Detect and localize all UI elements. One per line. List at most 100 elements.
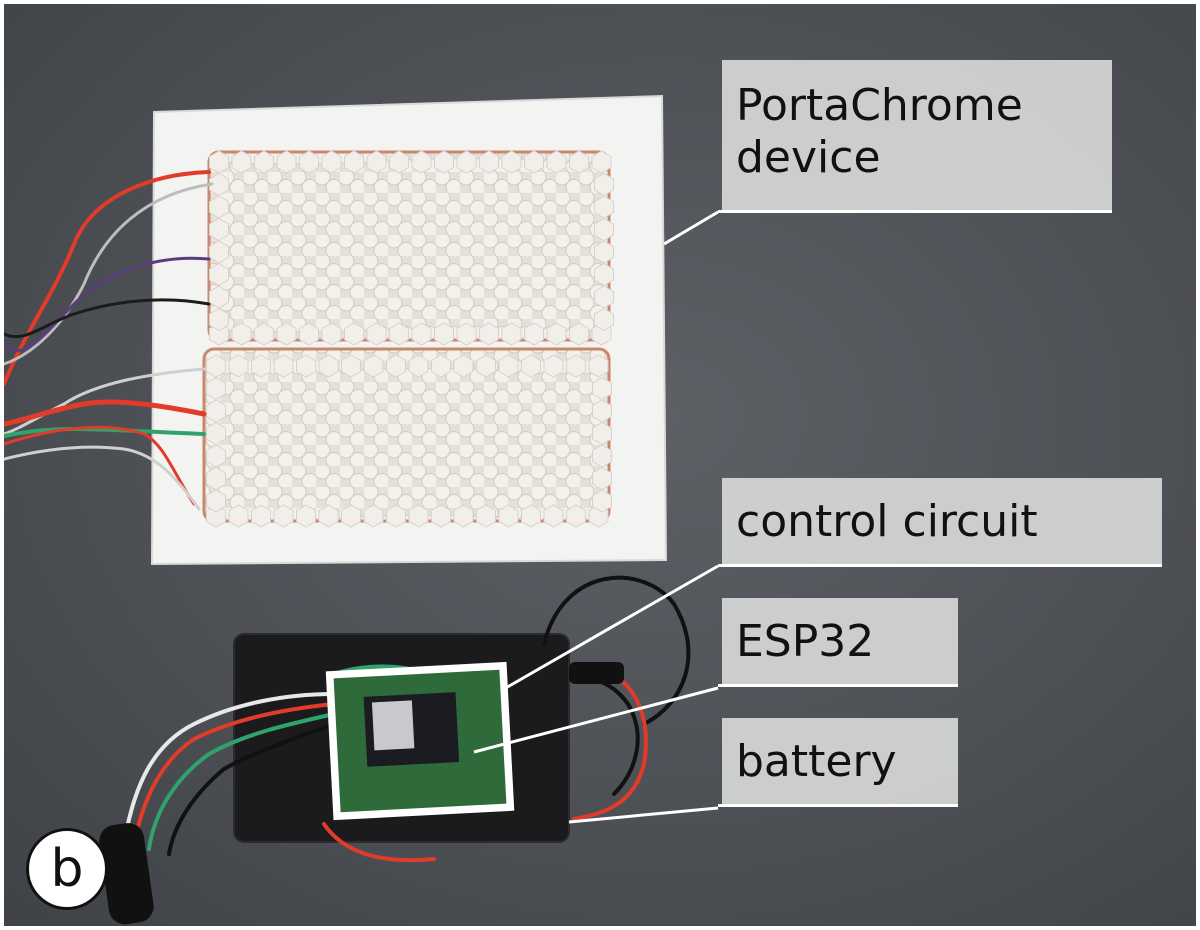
hex-tile	[386, 354, 406, 378]
hex-tile	[411, 150, 432, 174]
hex-tile	[594, 240, 614, 264]
hex-tile	[498, 504, 519, 528]
hex-tile	[228, 354, 249, 378]
hex-tile	[408, 504, 429, 528]
label-portachrome-device: PortaChrome device	[722, 60, 1112, 210]
hex-tile	[344, 322, 364, 346]
control-wires	[122, 575, 691, 863]
label-esp32: ESP32	[722, 598, 958, 684]
hex-tile	[456, 150, 477, 174]
label-control-circuit-text: control circuit	[736, 496, 1038, 547]
cable-sleeve	[99, 823, 154, 925]
hex-tile	[231, 322, 252, 346]
hex-tile	[569, 322, 589, 346]
label-esp32-text: ESP32	[736, 616, 875, 667]
label-control-circuit-underline	[718, 564, 1162, 567]
hex-tile	[594, 172, 614, 197]
hex-tile	[431, 504, 451, 528]
label-control-circuit: control circuit	[722, 478, 1162, 564]
hex-tile	[501, 322, 522, 346]
hex-tile	[318, 354, 339, 378]
device-wires	[4, 170, 214, 511]
hex-tile	[591, 150, 612, 174]
control-circuit-board	[325, 661, 515, 821]
hex-tile	[363, 354, 384, 378]
hex-tile	[594, 262, 614, 287]
hex-tile	[546, 322, 567, 346]
hex-tile	[592, 466, 612, 491]
hex-tile	[276, 150, 297, 174]
hex-tile	[521, 354, 541, 378]
label-esp32-underline	[718, 684, 958, 687]
hex-tile	[296, 354, 316, 378]
hex-tile	[209, 240, 229, 264]
hex-tile	[318, 504, 339, 528]
hex-tile	[206, 504, 226, 528]
hex-tile	[594, 217, 614, 242]
label-battery: battery	[722, 718, 958, 804]
label-battery-underline	[718, 804, 958, 807]
panel-letter: b	[50, 839, 84, 899]
hex-tile	[524, 150, 544, 174]
hex-tile	[498, 354, 519, 378]
hex-tile	[209, 262, 229, 287]
label-device-line2: device	[736, 132, 881, 183]
hex-tile	[543, 504, 564, 528]
hex-panel-top	[207, 150, 611, 342]
hex-tile	[209, 307, 229, 332]
hex-tile	[524, 322, 544, 346]
label-device-line1: PortaChrome	[736, 80, 1023, 131]
hex-tile	[299, 150, 319, 174]
hex-tile	[592, 376, 612, 401]
hex-tile	[209, 217, 229, 242]
scene-drawing	[4, 94, 719, 925]
hex-tile	[209, 195, 229, 219]
hex-tile	[592, 489, 612, 513]
hex-tile	[594, 285, 614, 309]
hex-tile	[209, 322, 229, 346]
hex-tile	[386, 504, 406, 528]
hex-tile	[521, 504, 541, 528]
hex-tile	[254, 322, 274, 346]
hex-tile	[209, 150, 229, 174]
hex-tile	[476, 354, 496, 378]
hex-tile	[566, 504, 586, 528]
hex-tile	[389, 150, 409, 174]
hex-tile	[411, 322, 432, 346]
hex-tile	[206, 421, 226, 446]
hex-tile	[546, 150, 567, 174]
leader-lines	[473, 210, 719, 824]
hex-tile	[296, 504, 316, 528]
hex-tile	[569, 150, 589, 174]
hex-tile	[206, 399, 226, 423]
hex-tile	[321, 150, 342, 174]
hex-tile	[273, 504, 294, 528]
hex-tile	[592, 399, 612, 423]
hex-tile	[228, 504, 249, 528]
label-battery-text: battery	[736, 736, 897, 787]
hex-tile	[251, 504, 271, 528]
hex-tile	[209, 285, 229, 309]
hex-tile	[231, 150, 252, 174]
label-portachrome-underline	[718, 210, 1112, 213]
panel-letter-badge: b	[26, 828, 108, 910]
hex-tile	[543, 354, 564, 378]
hex-tile	[299, 322, 319, 346]
hex-tile	[341, 354, 361, 378]
hex-tile	[566, 354, 586, 378]
hex-tile	[251, 354, 271, 378]
hex-tile	[389, 322, 409, 346]
hex-tile	[341, 504, 361, 528]
hex-tile	[408, 354, 429, 378]
hex-tile	[456, 322, 477, 346]
portachrome-device	[202, 150, 614, 528]
hex-tile	[366, 150, 387, 174]
hex-tile	[254, 150, 274, 174]
hex-tile	[206, 444, 226, 468]
hex-tile	[321, 322, 342, 346]
hex-tile	[276, 322, 297, 346]
hex-tile	[453, 504, 474, 528]
hex-tile	[206, 354, 226, 378]
hex-tile	[476, 504, 496, 528]
